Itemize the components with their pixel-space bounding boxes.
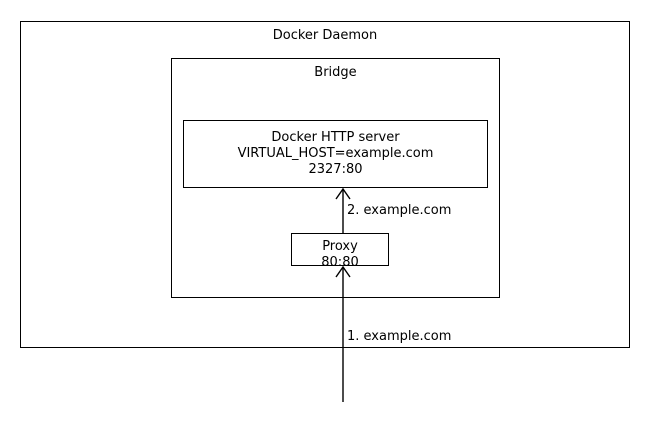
flow-label-step-2: 2. example.com [347, 203, 452, 218]
proxy-node: Proxy 80:80 [291, 233, 389, 270]
bridge-network-container: Bridge [171, 58, 500, 298]
docker-daemon-container: Docker Daemon [20, 21, 630, 348]
http-server-env: VIRTUAL_HOST=example.com [237, 146, 434, 161]
proxy-node-text: Proxy 80:80 [292, 239, 388, 271]
docker-http-server-text: Docker HTTP server VIRTUAL_HOST=example.… [184, 130, 487, 178]
http-server-ports: 2327:80 [308, 162, 363, 177]
docker-http-server-node: Docker HTTP server VIRTUAL_HOST=example.… [183, 120, 488, 188]
flow-label-step-1: 1. example.com [347, 329, 452, 344]
proxy-name: Proxy [322, 239, 358, 254]
http-server-name: Docker HTTP server [271, 130, 400, 145]
proxy-ports: 80:80 [321, 255, 359, 270]
docker-daemon-label: Docker Daemon [272, 28, 378, 43]
bridge-network-label: Bridge [314, 65, 357, 80]
